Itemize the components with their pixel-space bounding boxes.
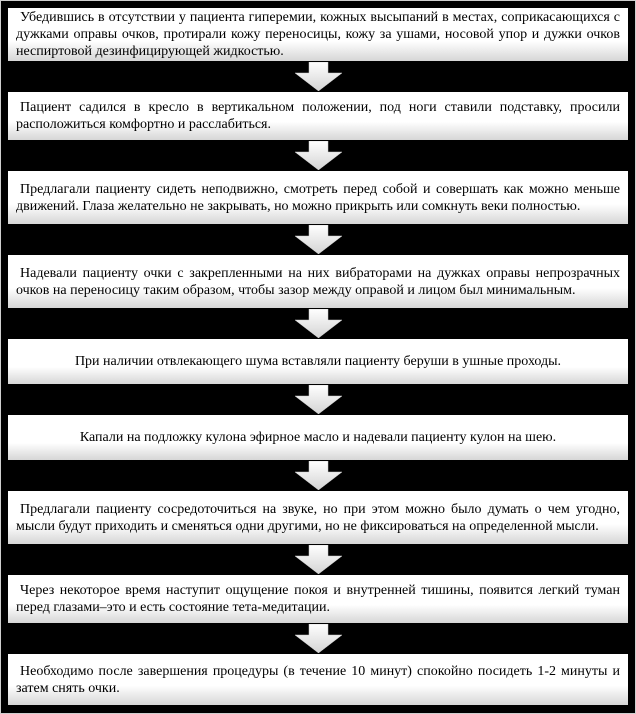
flow-connector (7, 624, 629, 653)
flow-connector (7, 385, 629, 414)
flow-step-6: Капали на подложку кулона эфирное масло … (7, 414, 629, 461)
down-arrow-icon (294, 62, 342, 91)
flow-step-text: При наличии отвлекающего шума вставляли … (74, 354, 562, 369)
flow-connector (7, 141, 629, 170)
flow-step-text: Надевали пациенту очки с закрепленными н… (16, 265, 620, 298)
down-arrow-icon (294, 309, 342, 338)
flow-connector (7, 225, 629, 254)
flow-step-text: Пациент садился в кресло в вертикальном … (16, 100, 620, 132)
flow-step-9: Необходимо после завершения процедуры (в… (7, 653, 629, 706)
down-arrow-icon (294, 461, 342, 490)
flow-step-4: Надевали пациенту очки с закрепленными н… (7, 254, 629, 309)
flow-step-text: Предлагали пациенту сидеть неподвижно, с… (16, 181, 620, 214)
down-arrow-icon (294, 141, 342, 170)
flow-step-2: Пациент садился в кресло в вертикальном … (7, 91, 629, 141)
flow-step-3: Предлагали пациенту сидеть неподвижно, с… (7, 170, 629, 225)
flow-step-1: Убедившись в отсутствии у пациента гипер… (7, 7, 629, 62)
down-arrow-icon (294, 624, 342, 653)
flow-connector (7, 309, 629, 338)
flow-step-text: Убедившись в отсутствии у пациента гипер… (16, 10, 620, 59)
flow-connector (7, 461, 629, 490)
down-arrow-icon (294, 385, 342, 414)
flow-step-text: Предлагали пациенту сосредоточиться на з… (16, 501, 620, 534)
flow-step-text: Необходимо после завершения процедуры (в… (16, 663, 620, 696)
flow-step-8: Через некоторое время наступит ощущение … (7, 574, 629, 624)
down-arrow-icon (294, 225, 342, 254)
flow-step-5: При наличии отвлекающего шума вставляли … (7, 338, 629, 385)
flow-step-text: Через некоторое время наступит ощущение … (16, 583, 620, 615)
flow-step-7: Предлагали пациенту сосредоточиться на з… (7, 490, 629, 545)
flow-connector (7, 62, 629, 91)
flow-connector (7, 545, 629, 574)
flow-step-text: Капали на подложку кулона эфирное масло … (79, 430, 557, 445)
down-arrow-icon (294, 545, 342, 574)
